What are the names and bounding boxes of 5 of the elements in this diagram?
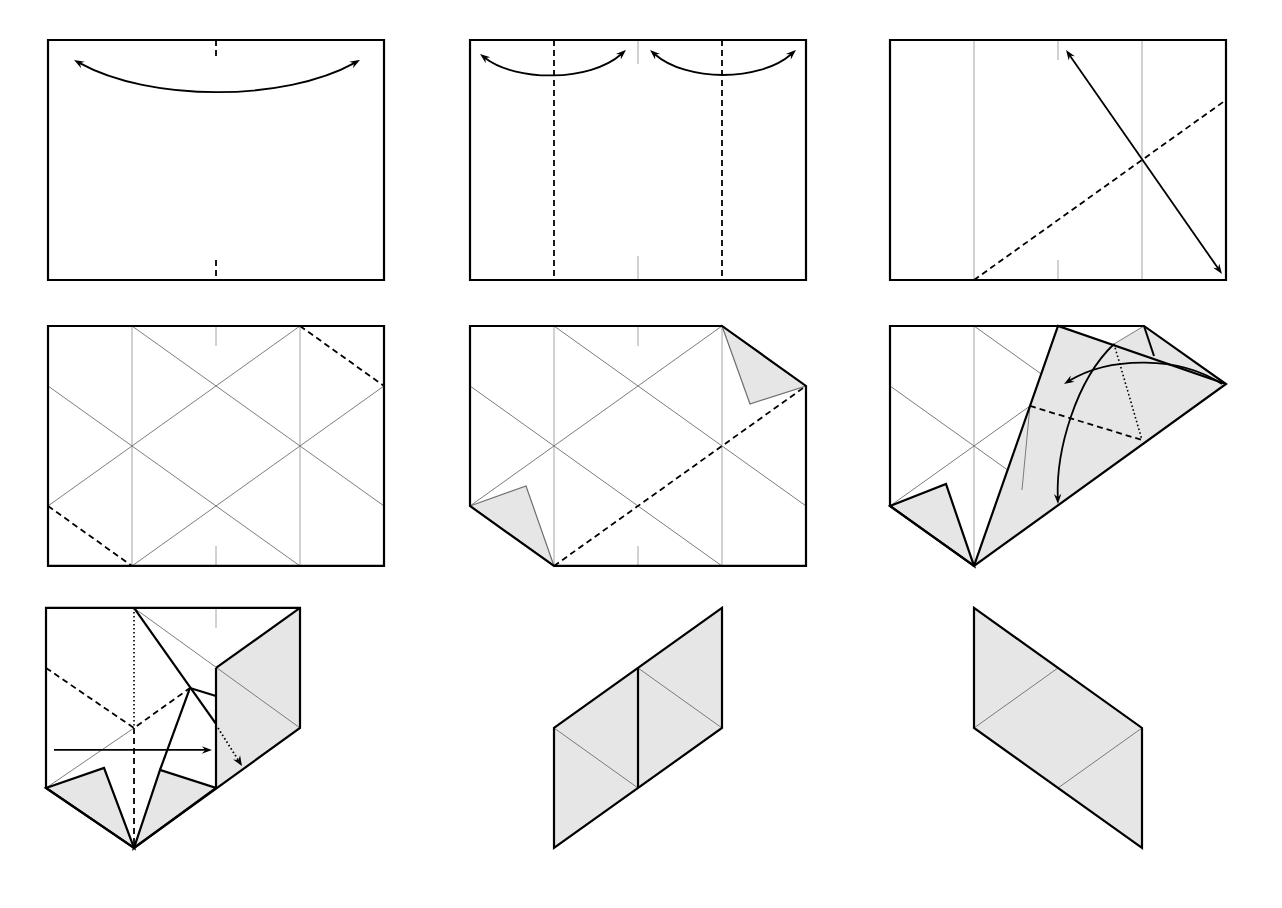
paper-sheet-drawing	[468, 38, 808, 282]
paper-sheet-drawing	[46, 324, 386, 568]
paper-sheet-drawing	[468, 324, 808, 568]
paper-sheet-drawing	[46, 38, 386, 282]
paper-sheet-drawing	[888, 38, 1228, 282]
